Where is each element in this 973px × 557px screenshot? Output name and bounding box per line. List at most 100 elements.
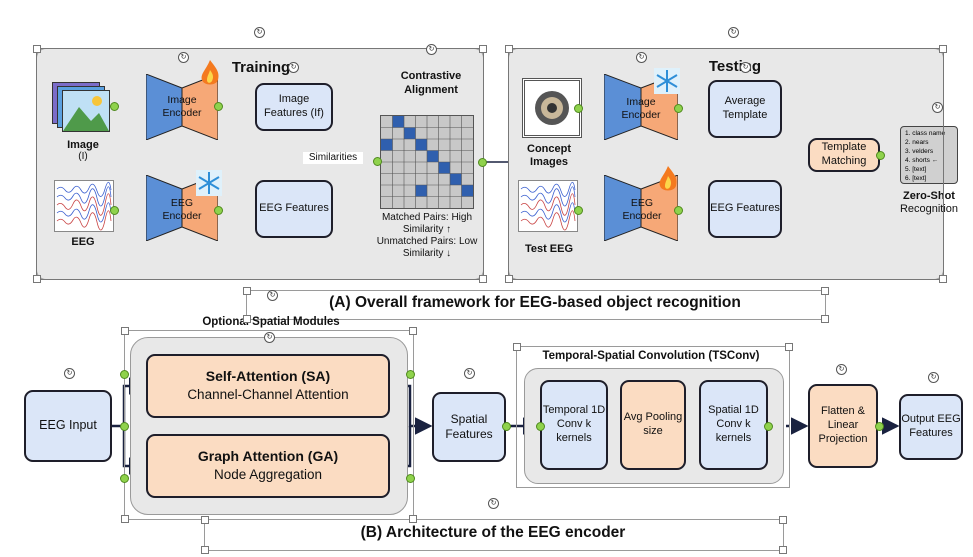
- connection-point[interactable]: [214, 102, 223, 111]
- rotate-handle-icon[interactable]: ↻: [488, 498, 499, 509]
- connection-point[interactable]: [764, 422, 773, 431]
- training-title: Training: [231, 59, 291, 76]
- class-list-item: 2. nears: [905, 139, 929, 146]
- selection-handle[interactable]: [121, 327, 129, 335]
- rotate-handle-icon[interactable]: ↻: [178, 52, 189, 63]
- selection-handle[interactable]: [785, 343, 793, 351]
- class-list-item: 1. class name: [905, 130, 946, 137]
- connection-point[interactable]: [478, 158, 487, 167]
- connection-point[interactable]: [574, 104, 583, 113]
- rotate-handle-icon[interactable]: ↻: [932, 102, 943, 113]
- selection-handle[interactable]: [121, 515, 129, 523]
- training-image-encoder-label: Image Encoder: [162, 94, 202, 119]
- selection-handle[interactable]: [821, 315, 829, 323]
- image-stack-icon: [52, 82, 112, 132]
- image-features-box: Image Features (If): [255, 83, 333, 131]
- rotate-handle-icon[interactable]: ↻: [264, 332, 275, 343]
- spatial-conv-box: Spatial 1D Conv k kernels: [699, 380, 768, 470]
- selection-frame: [516, 346, 790, 488]
- selection-handle[interactable]: [33, 275, 41, 283]
- selection-handle[interactable]: [33, 45, 41, 53]
- connection-point[interactable]: [406, 370, 415, 379]
- rotate-handle-icon[interactable]: ↻: [836, 364, 847, 375]
- selection-handle[interactable]: [505, 275, 513, 283]
- selection-handle[interactable]: [779, 546, 787, 554]
- concept-images-label: Concept Images: [527, 143, 571, 169]
- image-sublabel: (I): [78, 151, 88, 162]
- class-list-item: 5. [text]: [905, 166, 927, 173]
- selection-handle[interactable]: [513, 343, 521, 351]
- test-eeg-features-box: EEG Features: [708, 180, 782, 238]
- eeg-input-box: EEG Input: [24, 390, 112, 462]
- class-list-item: 4. shorts ←: [905, 157, 939, 164]
- snowflake-icon-testing: [654, 68, 680, 94]
- rotate-handle-icon[interactable]: ↻: [426, 44, 437, 55]
- rotate-handle-icon[interactable]: ↻: [254, 27, 265, 38]
- contrastive-title: Contrastive Alignment: [400, 70, 462, 96]
- similarity-matrix: [380, 115, 474, 209]
- rotate-handle-icon[interactable]: ↻: [288, 62, 299, 73]
- rotate-handle-icon[interactable]: ↻: [464, 368, 475, 379]
- class-list-card: 1. class name 2. nears 3. velders 4. sho…: [900, 126, 958, 184]
- connection-point[interactable]: [120, 474, 129, 483]
- selection-handle[interactable]: [243, 287, 251, 295]
- rotate-handle-icon[interactable]: ↻: [728, 27, 739, 38]
- similarities-label: Similarities: [303, 152, 363, 164]
- connection-point[interactable]: [502, 422, 511, 431]
- rotate-handle-icon[interactable]: ↻: [64, 368, 75, 379]
- rotate-handle-icon[interactable]: ↻: [740, 62, 751, 73]
- rotate-handle-icon[interactable]: ↻: [267, 290, 278, 301]
- rotate-handle-icon[interactable]: ↻: [636, 52, 647, 63]
- tsconv-title: Temporal-Spatial Convolution (TSConv): [542, 350, 760, 362]
- eeg-features-box: EEG Features: [255, 180, 333, 238]
- selection-frame: [508, 48, 944, 280]
- connection-point[interactable]: [214, 206, 223, 215]
- connection-point[interactable]: [110, 102, 119, 111]
- connection-point[interactable]: [373, 157, 382, 166]
- flame-icon-testing: [656, 164, 680, 194]
- spatial-features-box: Spatial Features: [432, 392, 506, 462]
- connection-point[interactable]: [574, 206, 583, 215]
- selection-frame: [124, 330, 414, 520]
- selection-handle[interactable]: [779, 516, 787, 524]
- selection-handle[interactable]: [939, 45, 947, 53]
- optional-modules-title: Optional Spatial Modules: [202, 316, 340, 328]
- selection-handle[interactable]: [939, 275, 947, 283]
- connection-point[interactable]: [120, 422, 129, 431]
- selection-handle[interactable]: [479, 275, 487, 283]
- flame-icon: [198, 58, 222, 88]
- selection-handle[interactable]: [409, 515, 417, 523]
- selection-handle[interactable]: [479, 45, 487, 53]
- rotate-handle-icon[interactable]: ↻: [928, 372, 939, 383]
- snowflake-icon: [196, 170, 222, 196]
- selection-handle[interactable]: [505, 45, 513, 53]
- graph-attention-title: Graph Attention (GA): [197, 447, 339, 464]
- selection-handle[interactable]: [409, 327, 417, 335]
- connection-point[interactable]: [674, 206, 683, 215]
- selection-handle[interactable]: [243, 315, 251, 323]
- connection-point[interactable]: [875, 422, 884, 431]
- connection-point[interactable]: [406, 474, 415, 483]
- output-features-box: Output EEG Features: [899, 394, 963, 460]
- test-eeg-waveform-icon: [518, 180, 578, 232]
- self-attention-subtitle: Channel-Channel Attention: [187, 387, 349, 403]
- concept-image-icon: [522, 78, 582, 138]
- training-image-encoder: Image Encoder: [146, 74, 218, 140]
- class-list-item: 6. [text]: [905, 175, 927, 182]
- connection-point[interactable]: [876, 151, 885, 160]
- caption-b: (B) Architecture of the EEG encoder: [360, 524, 626, 541]
- selection-handle[interactable]: [821, 287, 829, 295]
- connection-point[interactable]: [536, 422, 545, 431]
- image-label: Image: [67, 139, 99, 151]
- connection-point[interactable]: [120, 370, 129, 379]
- zero-shot-label: Zero-Shot: [903, 190, 955, 202]
- testing-image-encoder-label: Image Encoder: [621, 96, 661, 121]
- connection-point[interactable]: [674, 104, 683, 113]
- selection-handle[interactable]: [201, 546, 209, 554]
- connection-point[interactable]: [110, 206, 119, 215]
- matched-pairs-text: Matched Pairs: High Similarity ↑: [381, 212, 473, 235]
- caption-b-frame: [204, 519, 784, 551]
- selection-handle[interactable]: [201, 516, 209, 524]
- test-eeg-label: Test EEG: [524, 243, 574, 255]
- flatten-projection-box: Flatten & Linear Projection: [808, 384, 878, 468]
